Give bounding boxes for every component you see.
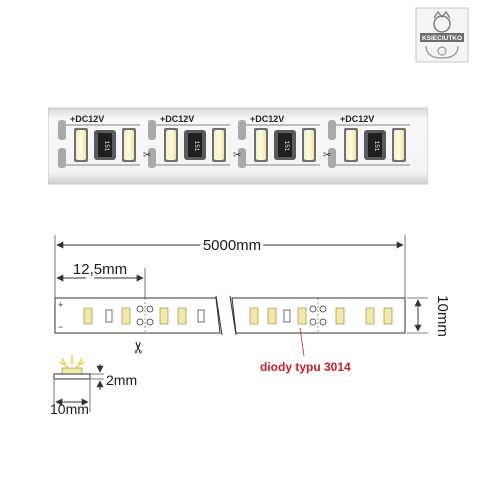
diode (159, 307, 169, 325)
solder-pad (309, 305, 317, 313)
resistor-code: 151 (193, 141, 200, 152)
minus-marking: − (58, 322, 63, 332)
diode (297, 307, 307, 325)
solder-pad (319, 318, 327, 326)
voltage-label: +DC12V (160, 114, 194, 124)
voltage-label: +DC12V (70, 114, 104, 124)
scissors-icon: ✂ (129, 341, 148, 354)
solder-pad (146, 305, 154, 313)
solder-pad (146, 318, 154, 326)
brand-logo: KSIECIUTKO (412, 6, 472, 64)
diode (383, 307, 393, 325)
scissors-icon: ✂ (323, 150, 331, 161)
diode (83, 307, 93, 325)
diode (365, 307, 375, 325)
solder-pad (136, 305, 144, 313)
solder-pad (136, 318, 144, 326)
resistor (197, 309, 205, 323)
diode-type-label: diody typu 3014 (260, 360, 351, 374)
width-label: 10mm (434, 295, 451, 337)
voltage-label: +DC12V (250, 114, 284, 124)
plus-marking: + (58, 300, 63, 310)
led-strip-photo: +DC12V +DC12V +DC12V +DC12V 151 151 151 … (47, 100, 429, 190)
solder-pad (309, 318, 317, 326)
voltage-label: +DC12V (340, 114, 374, 124)
scissors-icon: ✂ (143, 150, 151, 161)
profile-height-label: 2mm (106, 372, 137, 388)
profile-width-label: 10mm (50, 401, 89, 417)
logo-text: KSIECIUTKO (422, 35, 462, 42)
diode (249, 307, 259, 325)
resistor-code: 151 (103, 141, 110, 152)
scissors-icon: ✂ (233, 150, 241, 161)
total-length-label: 5000mm (203, 237, 261, 254)
resistor (105, 309, 113, 323)
profile-cross-section: 2mm 10mm (50, 355, 137, 417)
diode (267, 307, 277, 325)
diode (335, 307, 345, 325)
strip-schematic: + − (54, 295, 406, 336)
resistor-code: 151 (373, 141, 380, 152)
diode (121, 307, 131, 325)
diode (177, 307, 187, 325)
solder-pad (319, 305, 327, 313)
resistor-code: 151 (283, 141, 290, 152)
segment-length-label: 12,5mm (73, 261, 127, 278)
resistor (283, 309, 291, 323)
